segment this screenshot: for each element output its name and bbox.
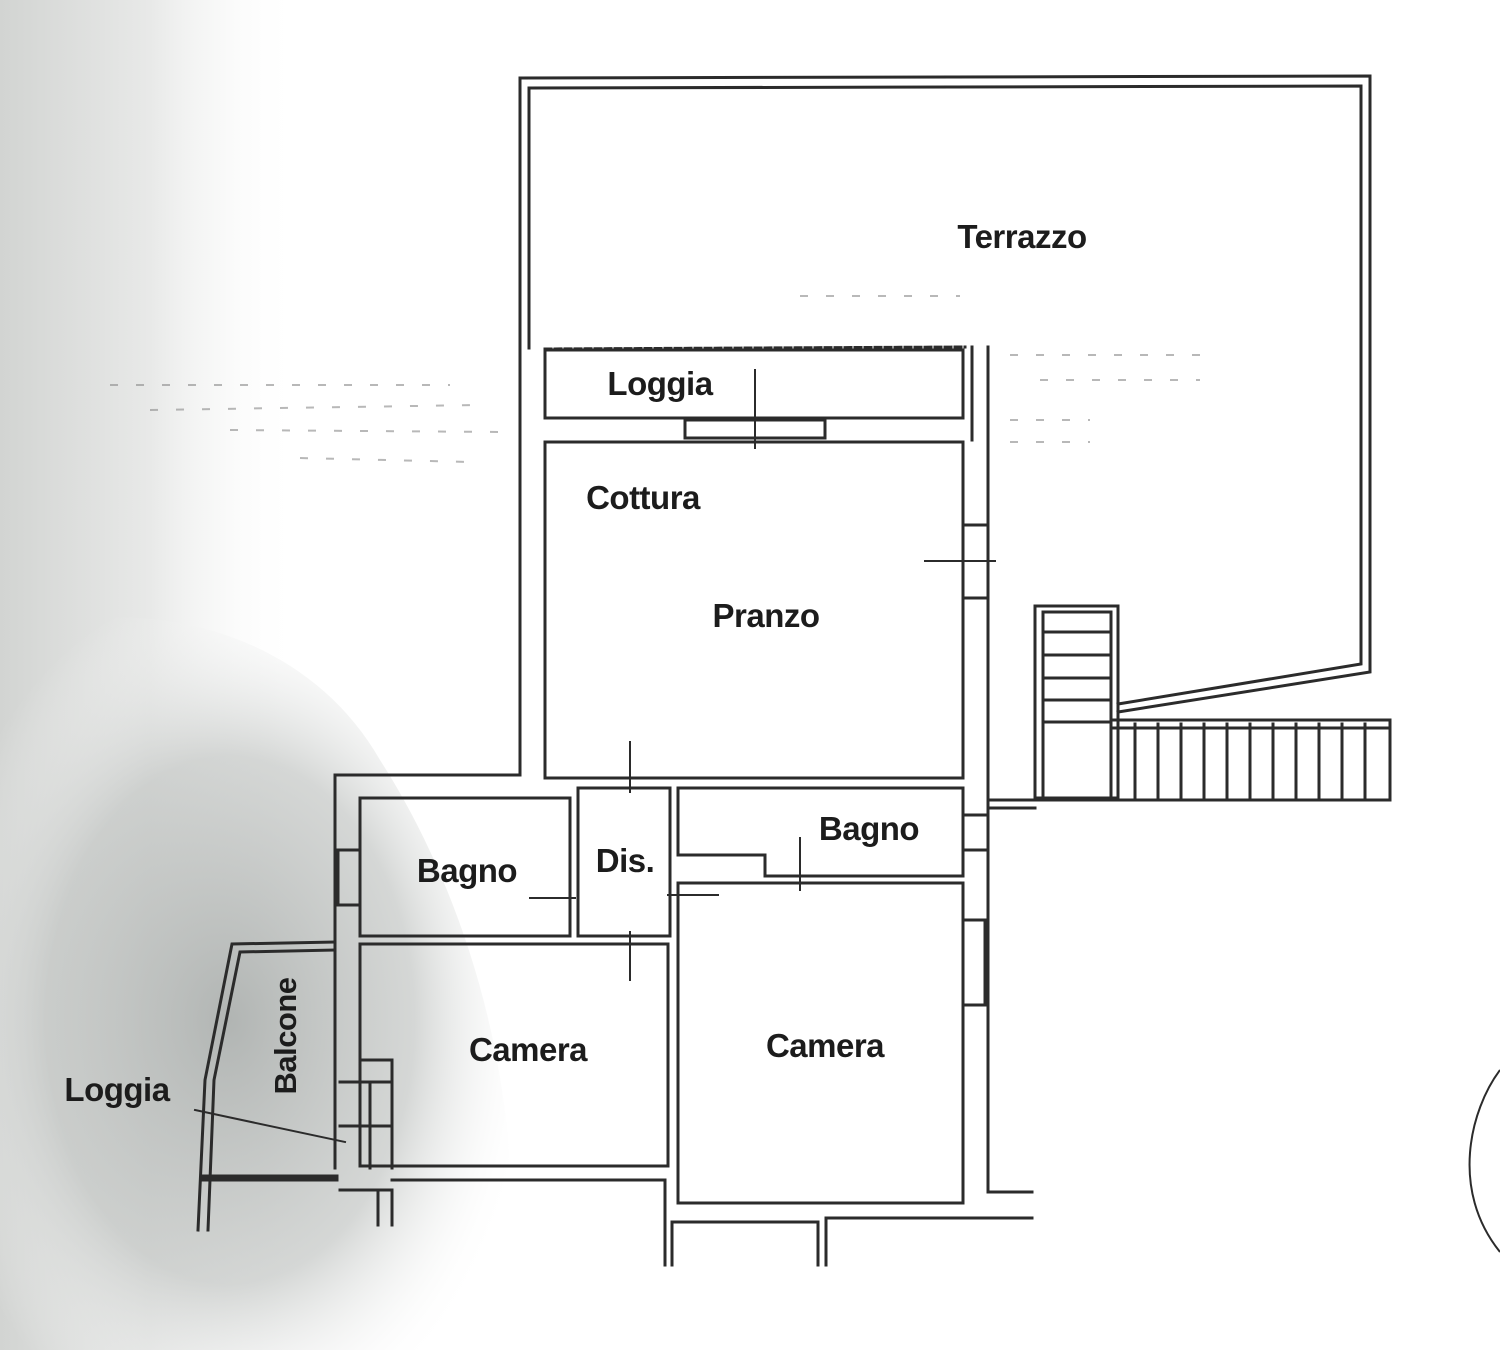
label-bagno-right: Bagno bbox=[819, 810, 919, 847]
label-cottura: Cottura bbox=[586, 479, 701, 516]
edge-arc bbox=[1468, 1069, 1500, 1253]
railing bbox=[986, 718, 1392, 802]
dis-outline bbox=[576, 786, 672, 938]
label-bagno-left: Bagno bbox=[417, 852, 517, 889]
west-wall-upper bbox=[333, 348, 522, 1170]
south-wall bbox=[390, 1178, 667, 1267]
bagno-right-outline bbox=[676, 786, 965, 878]
label-camera-left: Camera bbox=[469, 1031, 588, 1068]
label-pranzo: Pranzo bbox=[712, 597, 819, 634]
camera-right-outline bbox=[676, 881, 965, 1205]
camera-left-outline bbox=[358, 942, 670, 1168]
label-loggia-top: Loggia bbox=[607, 365, 713, 402]
balcone-leader bbox=[193, 1108, 347, 1144]
balcone-outline bbox=[196, 940, 337, 1232]
label-loggia-left: Loggia bbox=[64, 1071, 170, 1108]
pranzo-room-outline bbox=[543, 440, 965, 780]
label-balcone: Balcone bbox=[268, 977, 303, 1094]
label-camera-right: Camera bbox=[766, 1027, 885, 1064]
label-dis: Dis. bbox=[596, 842, 655, 879]
walls bbox=[193, 74, 1392, 1267]
terrazzo-inner-wall bbox=[527, 84, 1363, 706]
scan-marks bbox=[110, 295, 1200, 463]
terrazzo-outer-wall bbox=[518, 74, 1372, 714]
east-wall-outer bbox=[986, 345, 1034, 1194]
label-terrazzo: Terrazzo bbox=[957, 218, 1086, 255]
